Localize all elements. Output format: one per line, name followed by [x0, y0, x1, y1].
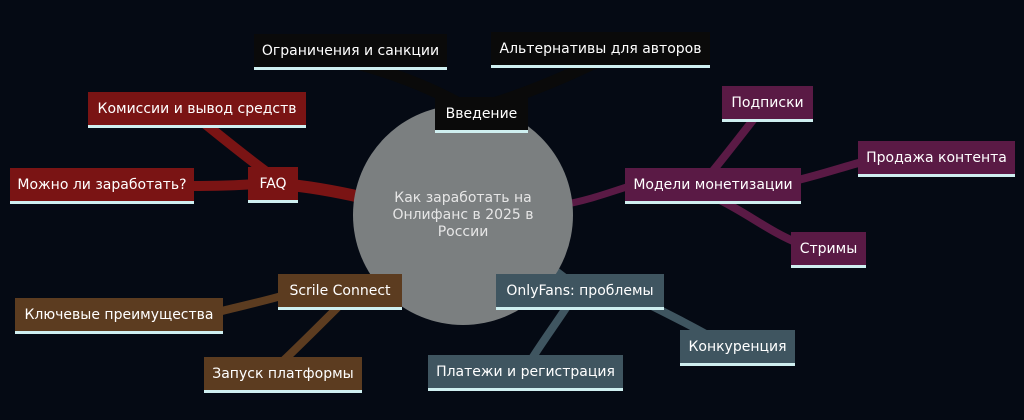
node-intro[interactable]: Введение — [435, 97, 528, 133]
node-restrictions[interactable]: Ограничения и санкции — [254, 34, 447, 70]
node-payments[interactable]: Платежи и регистрация — [428, 355, 623, 391]
node-advantages[interactable]: Ключевые преимущества — [15, 298, 223, 334]
node-intro-label: Введение — [445, 105, 518, 122]
node-alternatives[interactable]: Альтернативы для авторов — [491, 32, 710, 68]
node-payments-label: Платежи и регистрация — [436, 363, 615, 380]
node-restrictions-label: Ограничения и санкции — [261, 42, 440, 59]
node-competition-label: Конкуренция — [688, 338, 787, 355]
node-streams[interactable]: Стримы — [791, 232, 866, 268]
node-monetization[interactable]: Модели монетизации — [625, 168, 801, 204]
link-scrile-launch — [278, 301, 344, 366]
node-competition[interactable]: Конкуренция — [680, 330, 795, 366]
node-commissions[interactable]: Комиссии и вывод средств — [88, 92, 306, 128]
node-onlyfans[interactable]: OnlyFans: проблемы — [496, 274, 664, 310]
node-launch-label: Запуск платформы — [212, 365, 354, 382]
node-content-sales[interactable]: Продажа контента — [858, 141, 1015, 177]
node-faq-label: FAQ — [259, 175, 287, 192]
node-launch[interactable]: Запуск платформы — [204, 357, 362, 393]
node-advantages-label: Ключевые преимущества — [24, 306, 214, 323]
node-commissions-label: Комиссии и вывод средств — [97, 100, 297, 117]
link-faq-question — [185, 179, 260, 191]
node-onlyfans-label: OnlyFans: проблемы — [506, 282, 654, 299]
node-subscriptions[interactable]: Подписки — [722, 86, 813, 122]
node-faq[interactable]: FAQ — [248, 167, 298, 203]
link-monetization-streams — [716, 196, 804, 248]
node-can-earn[interactable]: Можно ли заработать? — [10, 168, 194, 204]
node-subscriptions-label: Подписки — [731, 94, 804, 111]
node-alternatives-label: Альтернативы для авторов — [499, 40, 702, 57]
node-scrile-label: Scrile Connect — [289, 282, 391, 299]
node-can-earn-label: Можно ли заработать? — [17, 176, 187, 193]
center-topic-label: Как заработать на Онлифанс в 2025 в Росс… — [392, 189, 534, 240]
node-streams-label: Стримы — [799, 240, 858, 257]
node-content-sales-label: Продажа контента — [866, 149, 1007, 166]
node-monetization-label: Модели монетизации — [633, 176, 793, 193]
node-scrile[interactable]: Scrile Connect — [278, 274, 402, 310]
